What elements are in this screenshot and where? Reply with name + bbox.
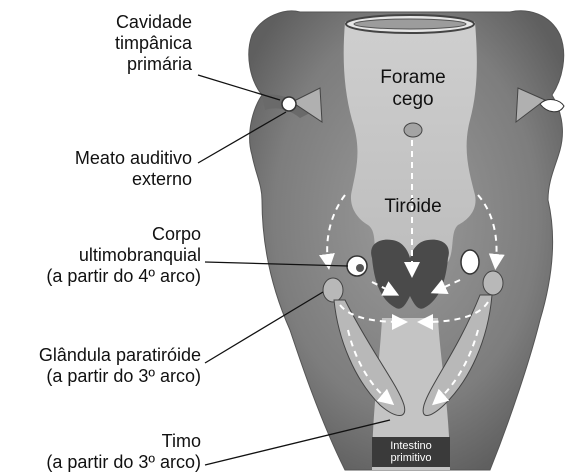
label-cavidade-timpanica: Cavidade timpânica primária (115, 12, 192, 75)
label-tiroide: Tiróide (370, 196, 456, 218)
label-line: Meato auditivo (75, 148, 192, 169)
label-line: primária (115, 54, 192, 75)
label-corpo-ultimobranquial: Corpo ultimobranquial (a partir do 4º ar… (46, 224, 201, 287)
label-line: Intestino (372, 440, 450, 452)
label-line: (a partir do 4º arco) (46, 266, 201, 287)
lumen-opening-inner (354, 19, 466, 29)
left-meatus (282, 97, 296, 111)
right-parathyroid (483, 271, 503, 295)
label-timo: Timo (a partir do 3º arco) (46, 431, 201, 473)
label-line: timpânica (115, 33, 192, 54)
label-line: (a partir do 3º arco) (46, 452, 201, 473)
left-parathyroid (323, 278, 343, 302)
label-line: cego (370, 89, 456, 111)
label-glandula-paratiroide: Glândula paratiróide (a partir do 3º arc… (39, 345, 201, 387)
label-line: Timo (46, 431, 201, 452)
label-line: externo (75, 169, 192, 190)
label-line: Glândula paratiróide (39, 345, 201, 366)
right-ultimobranchial-body (461, 250, 479, 274)
label-line: primitivo (372, 452, 450, 464)
label-meato-auditivo: Meato auditivo externo (75, 148, 192, 190)
label-line: (a partir do 3º arco) (39, 366, 201, 387)
label-line: Corpo (46, 224, 201, 245)
label-line: Tiróide (370, 196, 456, 218)
left-ultimobranchial-core (356, 264, 364, 272)
label-intestino-primitivo: Intestino primitivo (372, 440, 450, 464)
label-line: ultimobranquial (46, 245, 201, 266)
label-line: Forame (370, 67, 456, 89)
foramen-cecum (404, 123, 422, 137)
label-forame-cego: Forame cego (370, 67, 456, 111)
label-line: Cavidade (115, 12, 192, 33)
